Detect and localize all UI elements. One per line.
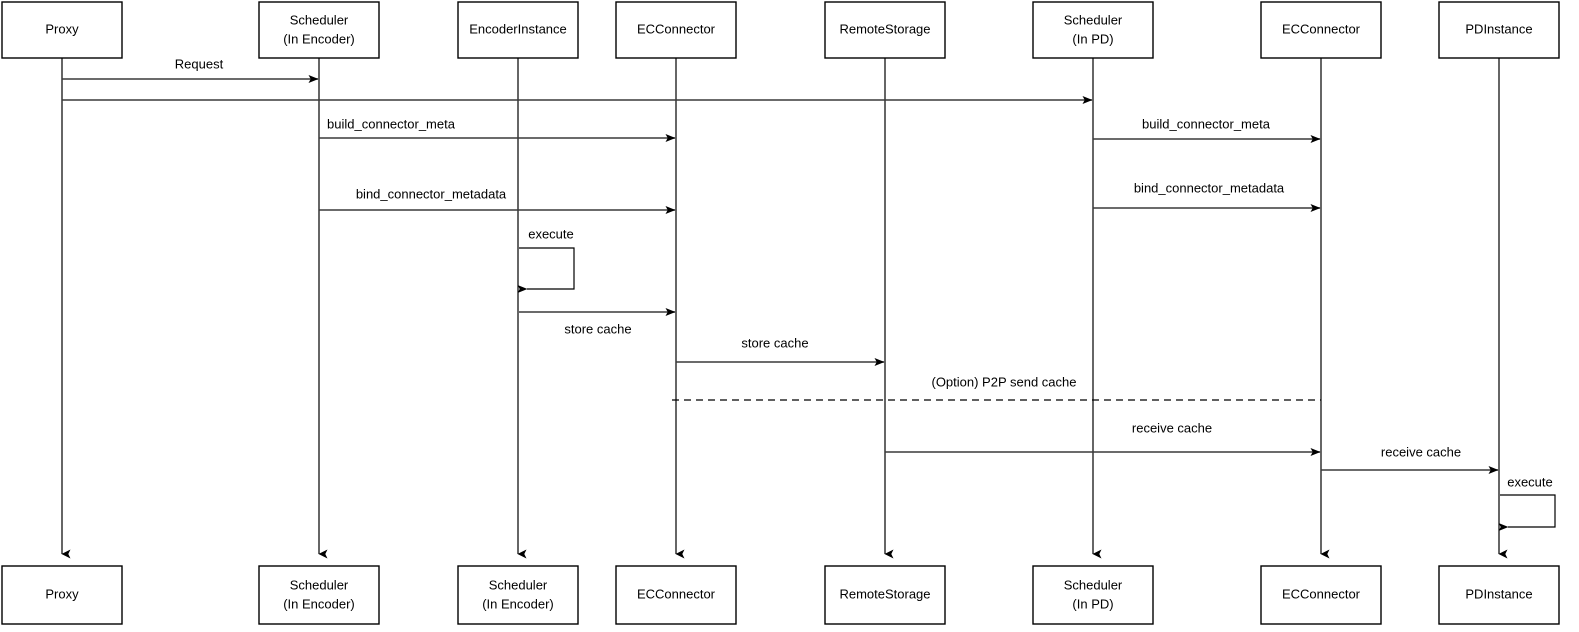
message-m9[interactable]: (Option) P2P send cache — [672, 374, 1321, 401]
top-participant-boxes-group: Proxy Scheduler (In Encoder) EncoderInstanc… — [1, 1, 1560, 59]
top-participant-box-label-line1: Scheduler — [290, 12, 349, 27]
bottom-participant-box-label: ECConnector — [637, 586, 716, 601]
top-participant-box-frame — [457, 1, 579, 59]
message-label: build_connector_meta — [1142, 116, 1271, 131]
top-participant-box-label-line2: (In PD) — [1072, 31, 1113, 46]
message-m8[interactable]: store cache — [676, 335, 885, 366]
bottom-participant-box-frame — [1438, 565, 1560, 625]
bottom-participant-box-frame — [1, 565, 123, 625]
bottom-participant-box-proxy[interactable]: Proxy — [1, 565, 123, 625]
bottom-participant-box-frame — [258, 565, 380, 625]
self-message-loop — [517, 247, 575, 293]
lifelines-group — [61, 58, 1508, 559]
bottom-participant-box-frame — [457, 565, 579, 625]
message-m6[interactable]: bind_connector_metadata — [1093, 180, 1321, 212]
bottom-participant-box-sched-enc[interactable]: Scheduler (In Encoder) — [258, 565, 380, 625]
top-participant-box-remote-store[interactable]: RemoteStorage — [824, 1, 946, 59]
message-m5[interactable]: bind_connector_metadata — [319, 186, 676, 214]
message-m4[interactable]: build_connector_meta — [1093, 116, 1321, 143]
self-message-s1[interactable]: execute — [517, 226, 575, 293]
top-participant-box-frame — [1032, 1, 1154, 59]
bottom-participant-box-label-line1: Scheduler — [290, 577, 349, 592]
self-message-label: execute — [528, 226, 574, 241]
bottom-participant-box-label-line2: (In Encoder) — [482, 596, 554, 611]
top-participant-box-frame — [1438, 1, 1560, 59]
bottom-participant-box-label-line1: Scheduler — [1064, 577, 1123, 592]
top-participant-box-proxy[interactable]: Proxy — [1, 1, 123, 59]
top-participant-box-frame — [824, 1, 946, 59]
bottom-participant-box-frame — [1032, 565, 1154, 625]
bottom-participant-box-pd-inst[interactable]: PDInstance — [1438, 565, 1560, 625]
top-participant-box-label: EncoderInstance — [469, 21, 567, 36]
bottom-participant-box-label-line2: (In Encoder) — [283, 596, 355, 611]
messages-group: Request build_connector_meta build_connect… — [62, 56, 1499, 474]
message-label: build_connector_meta — [327, 116, 456, 131]
message-label: (Option) P2P send cache — [931, 374, 1076, 389]
top-participant-box-sched-enc[interactable]: Scheduler (In Encoder) — [258, 1, 380, 59]
top-participant-box-ecc-right[interactable]: ECConnector — [1260, 1, 1382, 59]
top-participant-box-encoder-inst[interactable]: EncoderInstance — [457, 1, 579, 59]
message-m1[interactable]: Request — [62, 56, 319, 83]
bottom-participant-box-remote-store[interactable]: RemoteStorage — [824, 565, 946, 625]
top-participant-box-sched-pd[interactable]: Scheduler (In PD) — [1032, 1, 1154, 59]
bottom-participant-box-frame — [1260, 565, 1382, 625]
self-message-label: execute — [1507, 474, 1553, 489]
message-m3[interactable]: build_connector_meta — [319, 116, 676, 142]
bottom-participant-box-encoder-inst[interactable]: Scheduler (In Encoder) — [457, 565, 579, 625]
top-participant-box-frame — [258, 1, 380, 59]
top-participant-box-pd-inst[interactable]: PDInstance — [1438, 1, 1560, 59]
message-m10[interactable]: receive cache — [885, 420, 1321, 456]
bottom-participant-box-label: PDInstance — [1465, 586, 1532, 601]
message-label: Request — [175, 56, 224, 71]
top-participant-box-frame — [1, 1, 123, 59]
top-participant-box-ecc-left[interactable]: ECConnector — [615, 1, 737, 59]
message-label: bind_connector_metadata — [1134, 180, 1285, 195]
bottom-participant-box-label: ECConnector — [1282, 586, 1361, 601]
bottom-participant-box-sched-pd[interactable]: Scheduler (In PD) — [1032, 565, 1154, 625]
bottom-participant-box-ecc-left[interactable]: ECConnector — [615, 565, 737, 625]
top-participant-box-frame — [1260, 1, 1382, 59]
self-messages-group: execute execute — [517, 226, 1556, 531]
message-label: store cache — [564, 321, 631, 336]
top-participant-box-label: ECConnector — [1282, 21, 1361, 36]
message-m11[interactable]: receive cache — [1321, 444, 1499, 474]
top-participant-box-label-line1: Scheduler — [1064, 12, 1123, 27]
bottom-participant-box-label: RemoteStorage — [839, 586, 930, 601]
bottom-participant-box-frame — [615, 565, 737, 625]
bottom-participant-box-label-line2: (In PD) — [1072, 596, 1113, 611]
message-label: receive cache — [1132, 420, 1212, 435]
bottom-participant-box-frame — [824, 565, 946, 625]
self-message-loop — [1498, 494, 1556, 531]
top-participant-box-label: RemoteStorage — [839, 21, 930, 36]
self-message-s2[interactable]: execute — [1498, 474, 1556, 531]
top-participant-box-label-line2: (In Encoder) — [283, 31, 355, 46]
message-label: receive cache — [1381, 444, 1461, 459]
message-label: store cache — [741, 335, 808, 350]
top-participant-box-label: PDInstance — [1465, 21, 1532, 36]
top-participant-box-label: Proxy — [45, 21, 79, 36]
bottom-participant-box-label-line1: Scheduler — [489, 577, 548, 592]
bottom-participant-boxes-group: Proxy Scheduler (In Encoder) Scheduler (In E… — [1, 565, 1560, 625]
message-m7[interactable]: store cache — [519, 308, 676, 336]
top-participant-box-frame — [615, 1, 737, 59]
bottom-participant-box-label: Proxy — [45, 586, 79, 601]
top-participant-box-label: ECConnector — [637, 21, 716, 36]
message-label: bind_connector_metadata — [356, 186, 507, 201]
bottom-participant-box-ecc-right[interactable]: ECConnector — [1260, 565, 1382, 625]
